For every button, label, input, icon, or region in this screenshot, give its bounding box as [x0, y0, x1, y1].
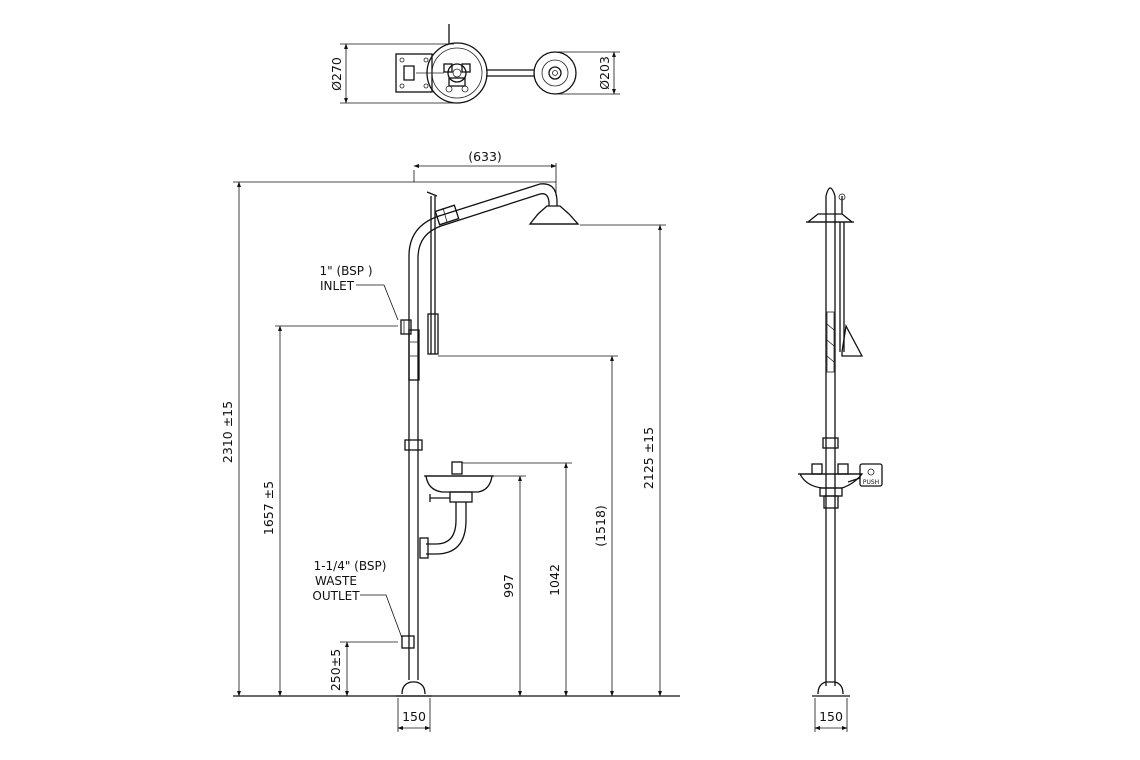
dim-pull-rod-height: (1518) [593, 505, 608, 547]
dim-bowl-inner-height: 997 [501, 574, 516, 598]
push-handle [859, 463, 883, 487]
dim-dia-shower: Ø270 [329, 57, 344, 91]
side-shower-head [806, 213, 854, 223]
inlet-label-line2: INLET [320, 279, 355, 293]
dim-overall-height: 2310 ±15 [220, 401, 235, 463]
inlet-fitting [400, 319, 412, 335]
inlet-label-line1: 1" (BSP ) [319, 264, 372, 278]
front-view: (633) 2310 ±15 1657 ±5 250±5 997 1042 (1… [220, 149, 680, 732]
outlet-label-line2: WASTE [315, 574, 357, 588]
dim-reach: (633) [468, 149, 502, 164]
dim-inlet-height: 1657 ±5 [261, 481, 276, 535]
dim-outlet-height: 250±5 [328, 649, 343, 691]
dim-dia-bowl: Ø203 [597, 56, 612, 90]
base-plate [401, 681, 426, 695]
dim-base-width: 150 [402, 709, 426, 724]
shower-head [528, 205, 580, 225]
eye-bowl-disc [533, 51, 577, 95]
drain-pipe [426, 502, 457, 545]
side-view: PUSH 150 [798, 187, 883, 732]
eye-wash-bowl [425, 475, 493, 493]
top-view: Ø270 Ø203 [329, 24, 620, 104]
dim-shower-height: 2125 ±15 [641, 427, 656, 489]
dim-bowl-height: 1042 [547, 564, 562, 596]
outlet-label-line3: OUTLET [312, 589, 360, 603]
push-label: PUSH [863, 479, 879, 486]
side-base-plate [817, 681, 844, 695]
side-dim-base-width: 150 [819, 709, 843, 724]
outlet-label-line1: 1-1/4" (BSP) [314, 559, 387, 573]
outlet-fitting [401, 635, 415, 649]
